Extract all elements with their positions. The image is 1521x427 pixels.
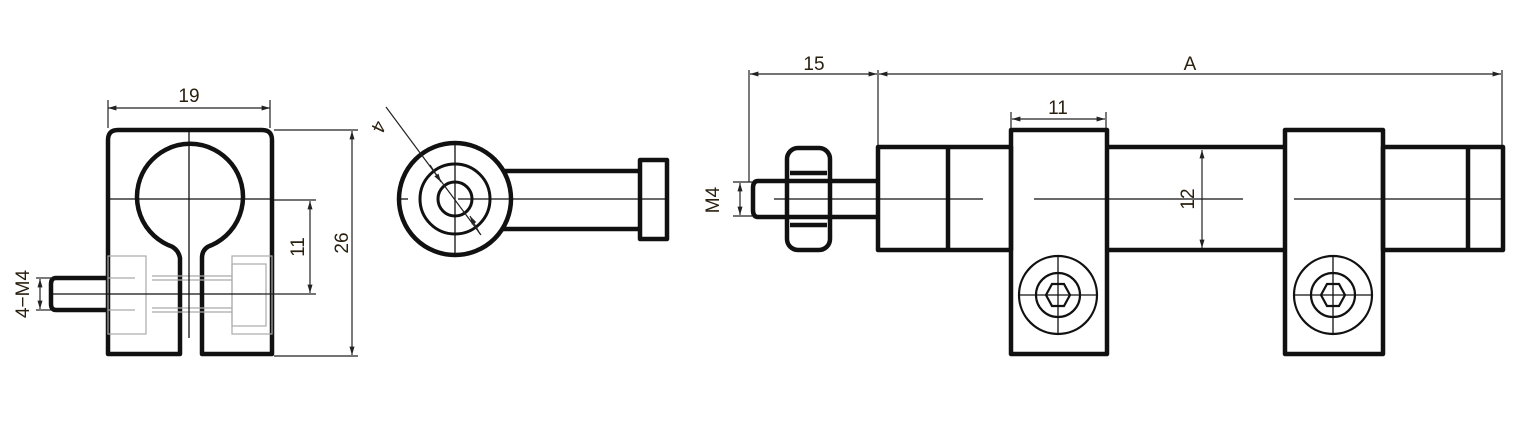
- end-view: 4: [366, 106, 670, 258]
- dim-clamp-height: 26: [332, 232, 353, 253]
- dim-center-offset: 11: [288, 237, 309, 257]
- dim-block-width: 11: [1048, 98, 1068, 119]
- dim-stud-thread: M4: [703, 186, 724, 213]
- dim-overall-length: A: [1184, 54, 1197, 75]
- clamp-body-outline: [105, 127, 275, 357]
- dim-stud-length: 15: [803, 54, 824, 75]
- dim-clamp-thread: 4−M4: [13, 270, 34, 318]
- clamp-block-2: [1282, 127, 1386, 357]
- clamp-block-1: [1008, 127, 1110, 357]
- side-assembly-view: 15 A 11 12 M4: [703, 54, 1506, 357]
- dim-rod-diameter: 12: [1178, 188, 1199, 209]
- stud: [750, 178, 878, 220]
- dim-clamp-width: 19: [178, 86, 199, 107]
- dim-end-diameter: 4: [366, 117, 390, 136]
- clamp-front-view: 19 26 11 4−M4: [13, 86, 358, 357]
- hidden-lines: [107, 255, 273, 335]
